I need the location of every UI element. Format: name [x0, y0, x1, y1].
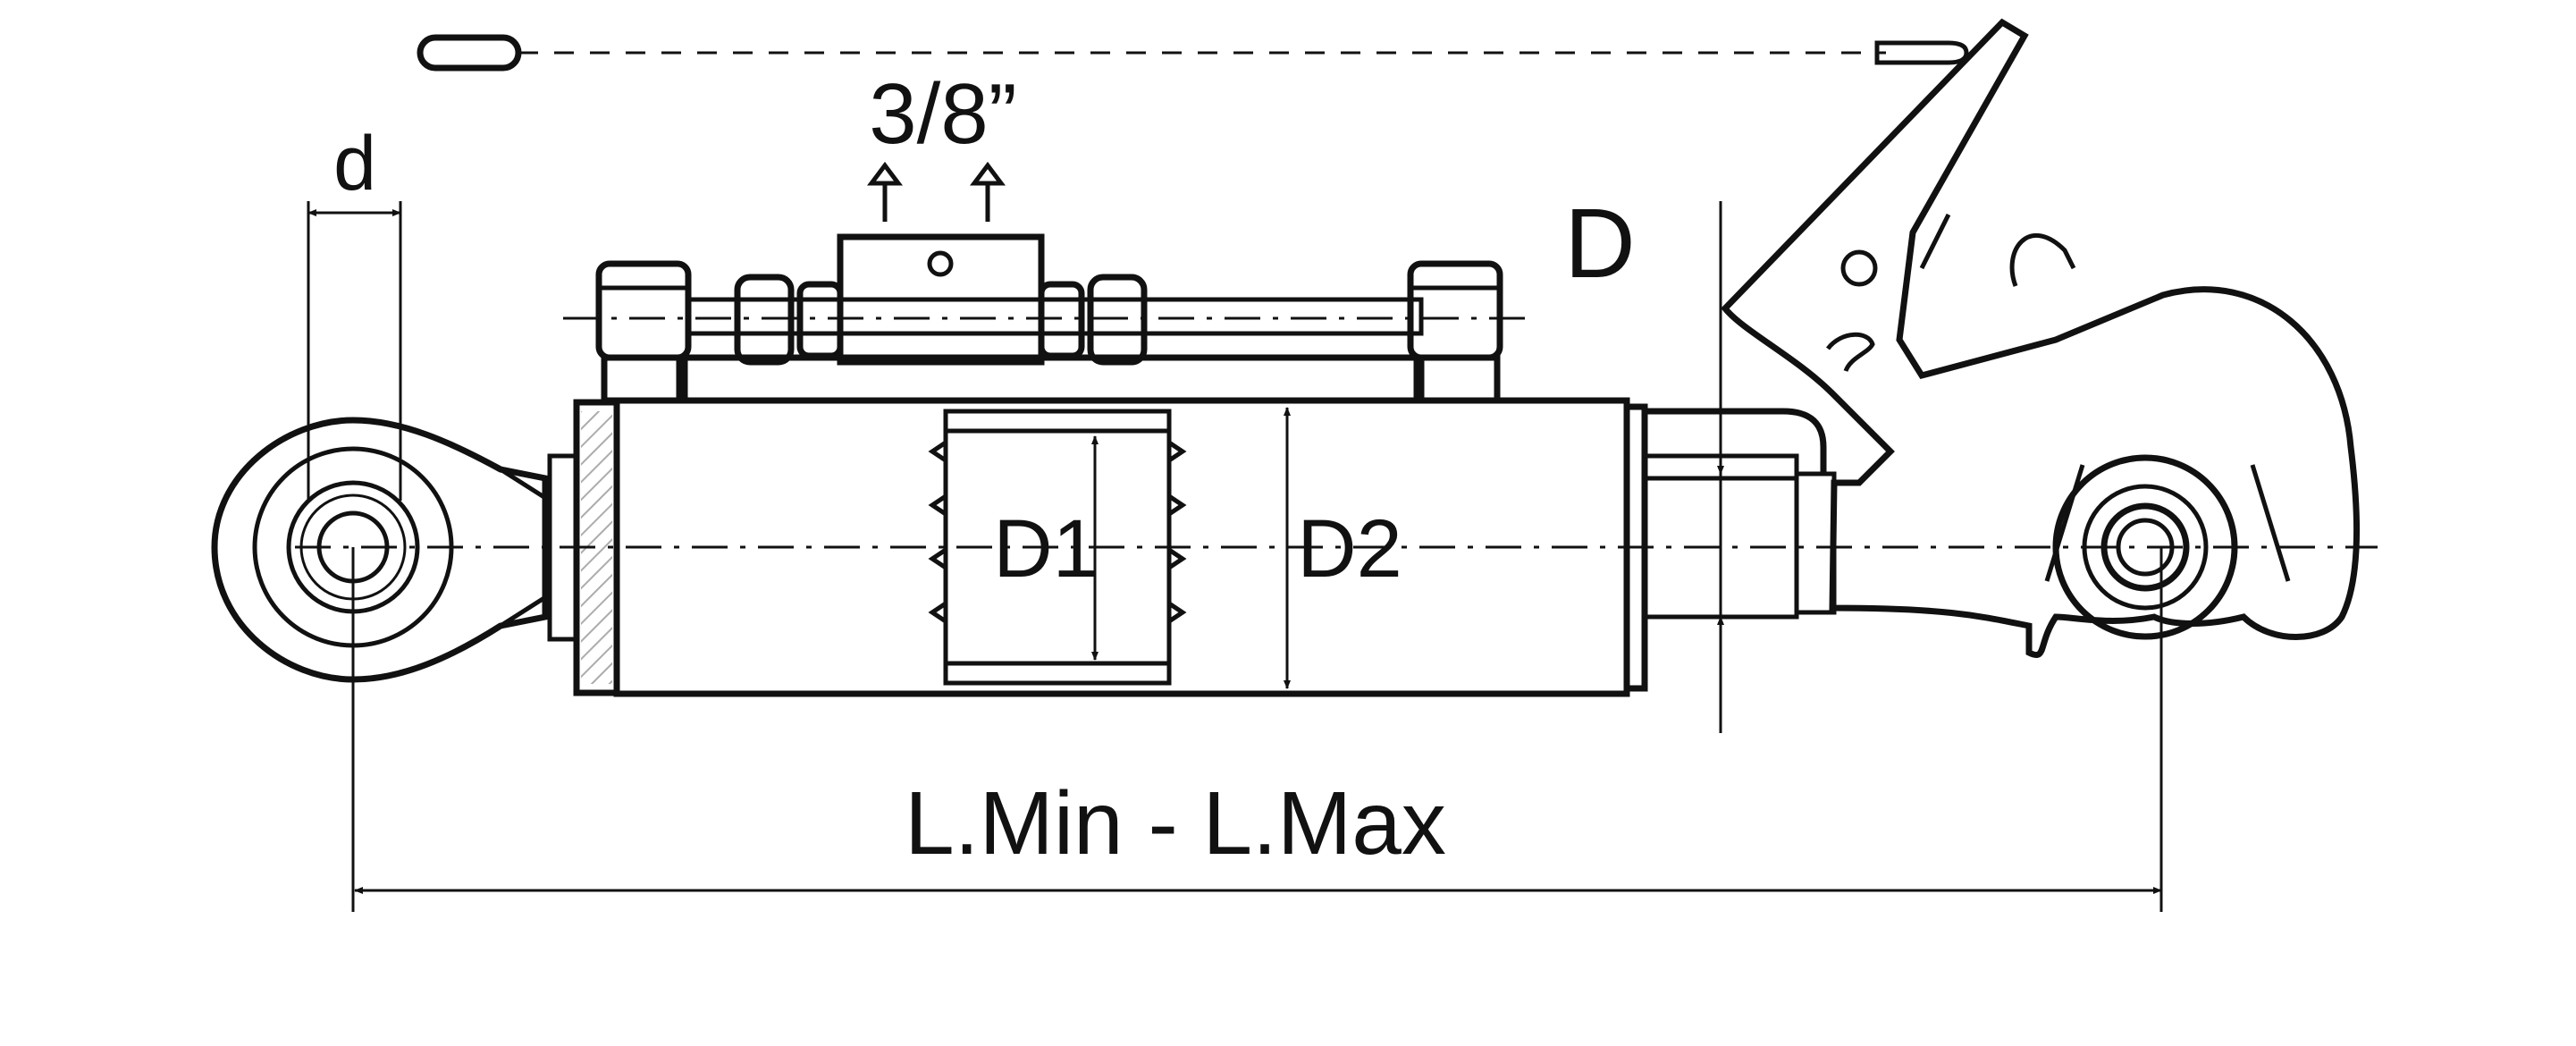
label-d: d	[333, 121, 376, 207]
label-thread-size: 3/8”	[869, 66, 1016, 162]
length-dimension	[351, 547, 2163, 912]
label-D2: D2	[1297, 503, 1402, 595]
hose-connector	[417, 34, 1969, 72]
inner-sleeve	[928, 409, 1187, 686]
right-hook-end	[1721, 18, 2361, 658]
left-ball-eye	[211, 417, 552, 683]
thread-arrows	[867, 161, 1006, 222]
label-length-range: L.Min - L.Max	[905, 773, 1446, 873]
label-D: D	[1564, 189, 1635, 299]
valve-assembly	[563, 233, 1537, 404]
label-D1: D1	[993, 503, 1099, 595]
pin-diameter-dimension	[307, 201, 402, 501]
